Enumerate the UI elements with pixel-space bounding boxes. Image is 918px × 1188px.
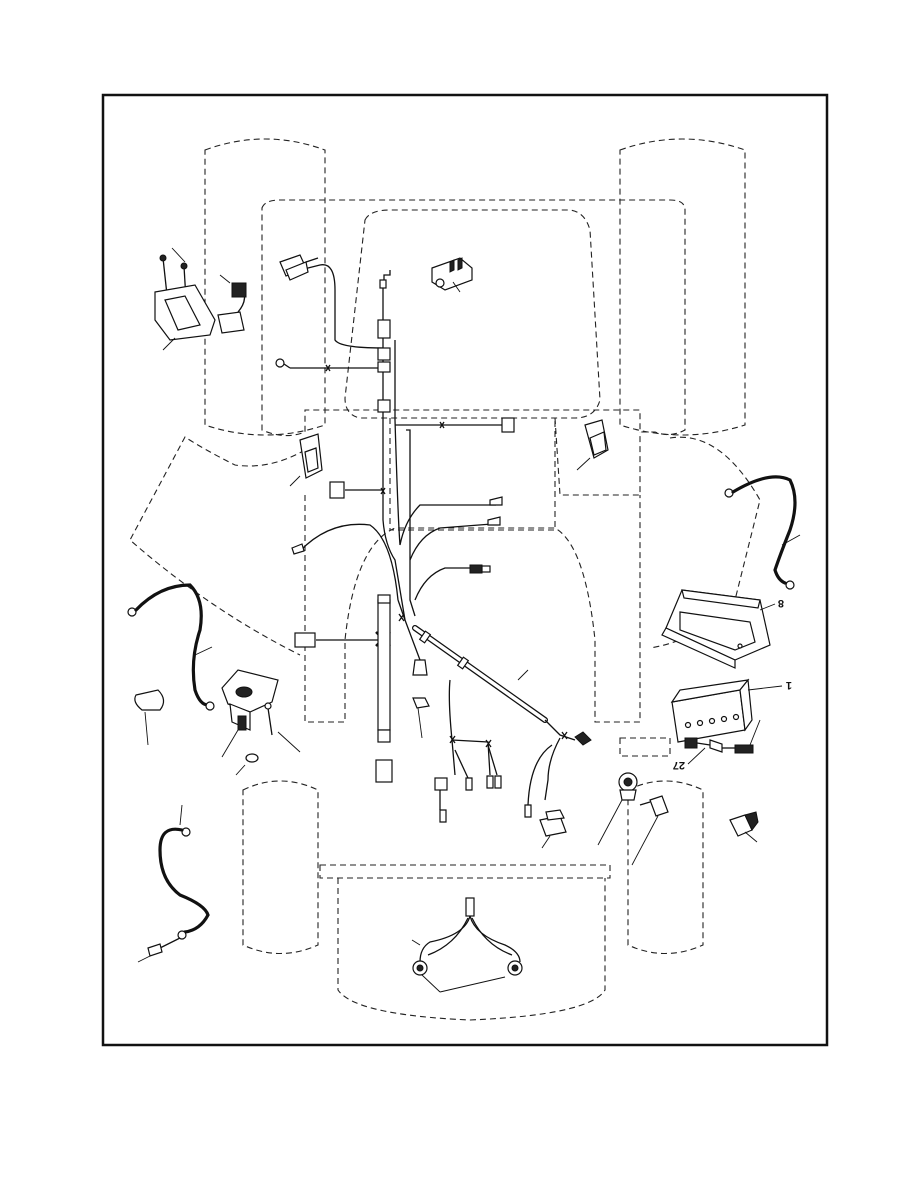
connector-black-end — [470, 565, 482, 573]
callout-fuse-holder: 27 — [673, 759, 685, 771]
headlight-clip — [730, 812, 758, 842]
footrest-left-outline — [130, 437, 305, 655]
diagram-frame — [103, 95, 827, 1045]
callout-battery-box: 8 — [778, 597, 784, 609]
terminal-b — [466, 778, 472, 790]
solenoid-cable-left — [128, 585, 214, 710]
connector-top-end — [380, 280, 386, 288]
trunk-connector-low — [378, 400, 390, 412]
ground-cable-left — [138, 805, 208, 962]
ground-cable-right — [725, 477, 800, 589]
pto-connector — [295, 633, 315, 647]
vertical-harness-mid — [378, 730, 390, 742]
seat-switch-component — [432, 258, 472, 292]
ignition-key — [632, 796, 668, 865]
callout-battery: 1 — [786, 679, 792, 691]
harness-connectors — [292, 280, 591, 822]
interlock-switch-right — [577, 420, 608, 470]
front-axle-outline — [320, 865, 610, 878]
rear-left-wheel-outline — [205, 139, 325, 435]
terminal-block — [435, 778, 447, 790]
starter-solenoid — [222, 670, 300, 775]
spade-terminal-1 — [490, 497, 502, 505]
vertical-harness-plug — [376, 760, 392, 782]
trunk-connector-mid — [378, 348, 390, 360]
connector-right-upper — [502, 418, 514, 432]
battery: 1 — [672, 679, 792, 742]
relay-module — [540, 810, 566, 848]
dash-panel-outline — [620, 738, 670, 756]
terminal-c — [487, 776, 493, 788]
ignition-switch — [598, 773, 637, 845]
harness-battery-connector — [575, 732, 591, 745]
spade-terminal-2 — [488, 517, 500, 525]
vertical-harness-tube — [378, 600, 390, 730]
main-harness — [290, 265, 575, 810]
battery-box: 8 — [662, 590, 784, 668]
mid-body-outline — [390, 418, 555, 530]
rear-right-wheel-outline — [620, 139, 745, 435]
vertical-harness-cap — [378, 595, 390, 603]
connector-tip — [482, 566, 490, 572]
front-left-wheel-outline — [243, 781, 318, 954]
safety-switch-assembly — [155, 248, 246, 350]
brake-switch — [290, 434, 322, 486]
terminal-boot — [135, 690, 164, 745]
terminal-d — [495, 776, 501, 788]
light-socket-small — [413, 660, 427, 675]
misc-leaders — [418, 670, 528, 738]
spade-terminal-left — [292, 544, 304, 554]
headlight-harness — [412, 898, 522, 992]
trunk-connector-mid2 — [378, 362, 390, 372]
small-clip — [413, 698, 429, 708]
trunk-connector-top — [378, 320, 390, 338]
hood-outline — [305, 495, 640, 722]
ring-terminal-left-upper — [276, 359, 290, 368]
terminal-e — [525, 805, 531, 817]
terminal-a — [440, 810, 446, 822]
connector-left-box — [330, 482, 344, 498]
